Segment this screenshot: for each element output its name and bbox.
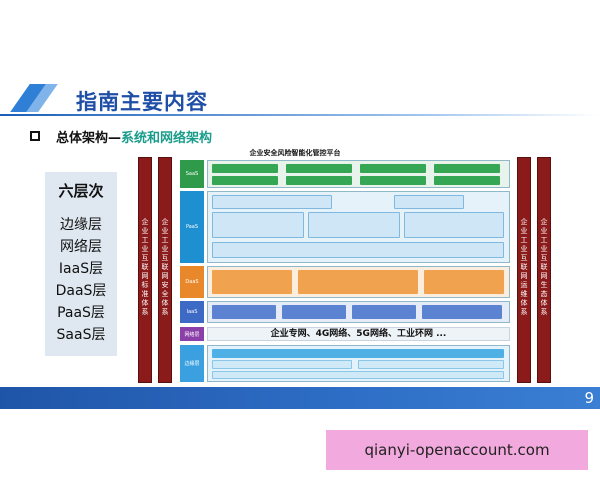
tag-daas: DaaS: [180, 266, 204, 298]
subtitle-prefix: 总体架构—: [56, 131, 122, 146]
iaas-module: [422, 305, 502, 319]
paas-module-group: [212, 242, 504, 258]
layer-item: IaaS层: [58, 261, 104, 277]
edge-module: [212, 371, 504, 379]
layer-list-panel: 六层次 边缘层 网络层 IaaS层 DaaS层 PaaS层 SaaS层: [45, 172, 117, 356]
tag-network: 网络层: [180, 327, 204, 341]
header-divider: [0, 114, 600, 116]
daas-module-group: [298, 270, 418, 294]
pillar-operations: 企业工业互联网运维体系: [517, 157, 531, 383]
subtitle-highlight: 系统和网络架构: [121, 131, 213, 146]
watermark-banner: qianyi-openaccount.com: [326, 430, 588, 470]
saas-module: [212, 176, 278, 185]
layer-item: 网络层: [60, 239, 102, 255]
edge-module: [212, 360, 352, 369]
layer-item: DaaS层: [55, 283, 107, 299]
paas-layer: [207, 191, 510, 263]
edge-layer: [207, 345, 510, 382]
iaas-module: [352, 305, 416, 319]
tag-saas: SaaS: [180, 160, 204, 188]
layer-item: 边缘层: [60, 217, 102, 233]
pillar-security: 企业工业互联网安全体系: [158, 157, 172, 383]
tag-paas: PaaS: [180, 191, 204, 263]
saas-module: [286, 176, 352, 185]
edge-module: [212, 349, 504, 358]
saas-module: [434, 176, 500, 185]
page-title: 指南主要内容: [76, 90, 208, 114]
tag-edge: 边缘层: [180, 345, 204, 382]
network-banner: 企业专网、4G网络、5G网络、工业环网 ...: [207, 327, 510, 341]
saas-module: [360, 176, 426, 185]
saas-module: [360, 164, 426, 173]
pillar-label: 企业工业互联网标准体系: [141, 218, 149, 316]
pillar-label: 企业工业互联网运维体系: [520, 218, 528, 316]
iaas-layer: [207, 301, 510, 323]
saas-module: [212, 164, 278, 173]
bullet-square-icon: [30, 131, 40, 141]
pillar-ecosystem: 企业工业互联网生态体系: [537, 157, 551, 383]
saas-layer: [207, 160, 510, 188]
layer-item: PaaS层: [57, 305, 105, 321]
pillar-label: 企业工业互联网安全体系: [161, 218, 169, 316]
saas-module: [286, 164, 352, 173]
daas-module-group: [212, 270, 292, 294]
daas-layer: [207, 266, 510, 298]
diagram-title: 企业安全风险智能化管控平台: [249, 149, 341, 157]
paas-module-group: [394, 195, 464, 209]
footer-bar: [0, 387, 600, 409]
paas-module-group: [404, 212, 504, 238]
page-number: 9: [584, 389, 594, 407]
pillar-standards: 企业工业互联网标准体系: [138, 157, 152, 383]
daas-module-group: [424, 270, 504, 294]
iaas-module: [282, 305, 346, 319]
paas-module-group: [212, 212, 304, 238]
paas-module-group: [308, 212, 400, 238]
edge-module: [358, 360, 504, 369]
pillar-label: 企业工业互联网生态体系: [540, 218, 548, 316]
saas-module: [434, 164, 500, 173]
section-subtitle: 总体架构—系统和网络架构: [56, 127, 212, 146]
layer-list-heading: 六层次: [58, 182, 104, 200]
layer-item: SaaS层: [56, 327, 106, 343]
iaas-module: [212, 305, 276, 319]
paas-module-group: [212, 195, 332, 209]
tag-iaas: IaaS: [180, 301, 204, 323]
